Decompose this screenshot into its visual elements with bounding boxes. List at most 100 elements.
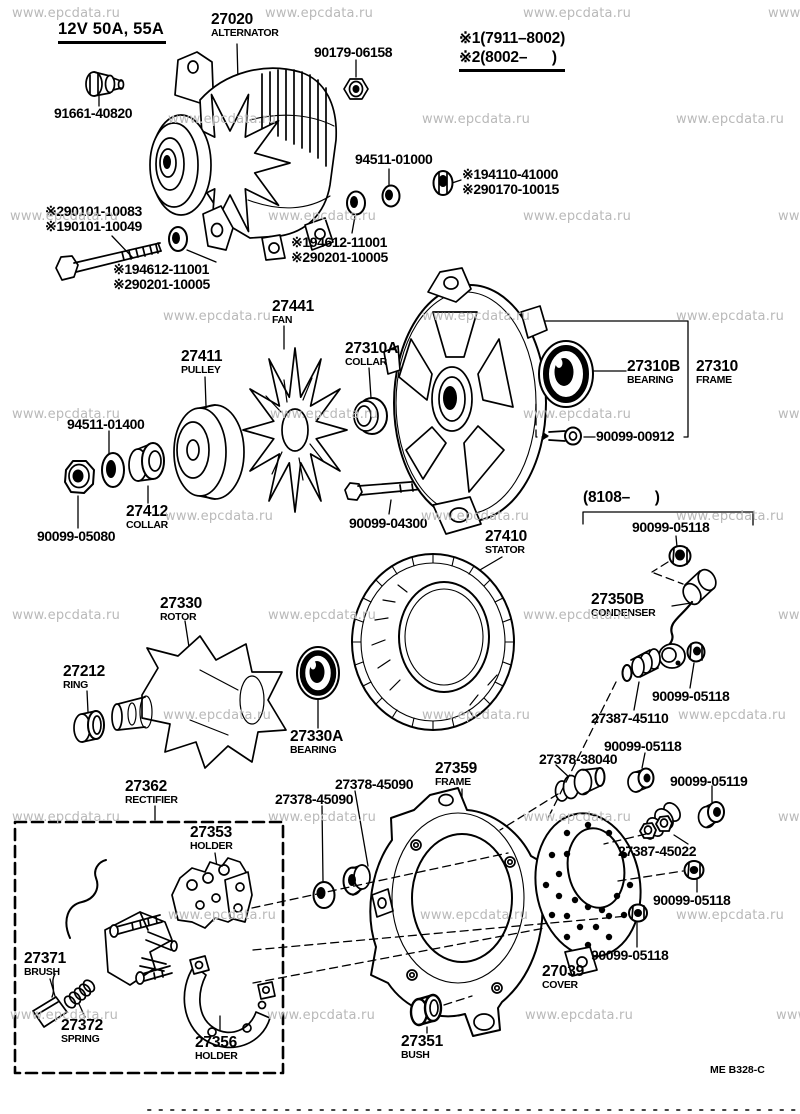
part-name: FAN xyxy=(272,313,293,326)
label-90099-00912: 90099-00912 xyxy=(596,428,675,444)
part-name: FRAME xyxy=(435,775,471,788)
part-name: RING xyxy=(63,678,89,691)
part-name: COLLAR xyxy=(345,355,387,368)
part-name: BEARING xyxy=(290,743,337,756)
part-name: SPRING xyxy=(61,1032,100,1045)
part-name: BEARING xyxy=(627,373,674,386)
part-name: BUSH xyxy=(401,1048,430,1061)
part-number: 27359 xyxy=(435,760,478,777)
label-94110-41000: ※194110-41000※290170-10015 xyxy=(462,166,559,198)
part-number: 27212 xyxy=(63,663,106,680)
production-range-note-line2: ※2(8002– ) xyxy=(459,48,557,66)
holder-27353-drawing xyxy=(171,857,253,929)
watermark: www.epcdata.ru xyxy=(12,608,121,623)
watermark: www.epcdata.ru xyxy=(523,407,632,422)
part-number: 90099-04300 xyxy=(349,515,428,531)
stator-27410-drawing xyxy=(351,553,515,731)
part-number: 90099-05119 xyxy=(670,773,748,789)
bearing-27330A-drawing xyxy=(296,646,340,700)
part-name: HOLDER xyxy=(190,839,233,852)
part-number: ※290170-10015 xyxy=(462,181,559,198)
washer-94612-left-drawing xyxy=(168,226,188,252)
bolt-27378-38040-drawing xyxy=(554,767,606,802)
watermark: www.epcdata.ru xyxy=(270,407,379,422)
watermark: www.epcdata.ru xyxy=(168,112,277,127)
label-94511-01000: 94511-01000 xyxy=(355,151,433,167)
label-90099-05118-c: 90099-05118 xyxy=(604,738,682,754)
brush-holder-assembly-drawing xyxy=(65,859,178,986)
collar-27412-drawing xyxy=(128,442,165,482)
part-number: ※194612-11001 xyxy=(291,234,388,250)
assembly-dashed-lines xyxy=(251,403,684,1006)
part-name: FRAME xyxy=(696,373,732,386)
part-number: 27441 xyxy=(272,298,315,315)
rotor-27330-drawing xyxy=(111,635,287,769)
watermark: www.epcdata.ru xyxy=(778,209,800,224)
watermark: www.epcdata.ru xyxy=(10,1008,119,1023)
label-27387-45110: 27387-45110 xyxy=(591,710,669,726)
watermark: www.epcdata.ru xyxy=(268,209,377,224)
part-number: 90179-06158 xyxy=(314,44,393,60)
part-number: 27351 xyxy=(401,1033,444,1050)
part-number: 27378-45090 xyxy=(275,791,354,807)
watermark: www.epcdata.ru xyxy=(678,708,787,723)
label-27387-45022: 27387-45022 xyxy=(618,843,697,859)
watermark: www.epcdata.ru xyxy=(265,6,374,21)
watermark: www.epcdata.ru xyxy=(523,209,632,224)
watermark: www.epcdata.ru xyxy=(523,810,632,825)
holder-27356-drawing xyxy=(183,955,276,1049)
washer-94511-01000-drawing xyxy=(381,184,401,208)
label-90099-05118-d: 90099-05118 xyxy=(653,892,731,908)
watermark: www.epcdata.ru xyxy=(778,608,800,623)
part-number: 27378-45090 xyxy=(335,776,414,792)
part-number: 27372 xyxy=(61,1017,104,1034)
part-number: 27387-45110 xyxy=(591,710,669,726)
part-number: 94511-01400 xyxy=(67,416,145,432)
alternator-drawing xyxy=(149,51,338,261)
pulley-27411-drawing xyxy=(173,404,245,500)
part-number: 90099-05118 xyxy=(652,688,730,704)
part-number: ※190101-10049 xyxy=(45,218,142,235)
watermark: www.epcdata.ru xyxy=(12,6,121,21)
nuts-27387-45022-drawing xyxy=(639,815,673,839)
watermark: www.epcdata.ru xyxy=(165,509,274,524)
part-number: ※290101-10083 xyxy=(45,203,142,219)
part-name: PULLEY xyxy=(181,363,221,376)
plug-27387-45110-drawing xyxy=(621,648,661,682)
watermark: www.epcdata.ru xyxy=(523,6,632,21)
nut-90099-05118-b-drawing xyxy=(686,641,706,663)
part-number: 90099-05118 xyxy=(604,738,682,754)
part-number: 90099-05080 xyxy=(37,528,116,544)
watermark: www.epcdata.ru xyxy=(422,708,531,723)
washer-94511-01400-drawing xyxy=(101,452,125,488)
watermark: www.epcdata.ru xyxy=(778,810,800,825)
watermark: www.epcdata.ru xyxy=(676,112,785,127)
brush-27371-drawing xyxy=(32,973,68,1028)
watermark: www.epcdata.ru xyxy=(168,908,277,923)
production-range-note-line1: ※1(7911–8002) xyxy=(459,30,566,47)
cover-27039-drawing xyxy=(534,812,642,977)
part-name: CONDENSER xyxy=(591,606,656,619)
watermark: www.epcdata.ru xyxy=(268,608,377,623)
part-number: 90099-05118 xyxy=(591,947,669,963)
part-number: 27362 xyxy=(125,778,168,795)
label-27378-45090-a: 27378-45090 xyxy=(335,776,414,792)
part-number: 27353 xyxy=(190,824,233,841)
part-number: 27039 xyxy=(542,963,585,980)
fan-27441-drawing xyxy=(242,347,348,513)
bearing-27310B-drawing xyxy=(538,340,594,408)
nut-90099-05080-drawing xyxy=(64,460,95,494)
watermark: www.epcdata.ru xyxy=(267,1008,376,1023)
